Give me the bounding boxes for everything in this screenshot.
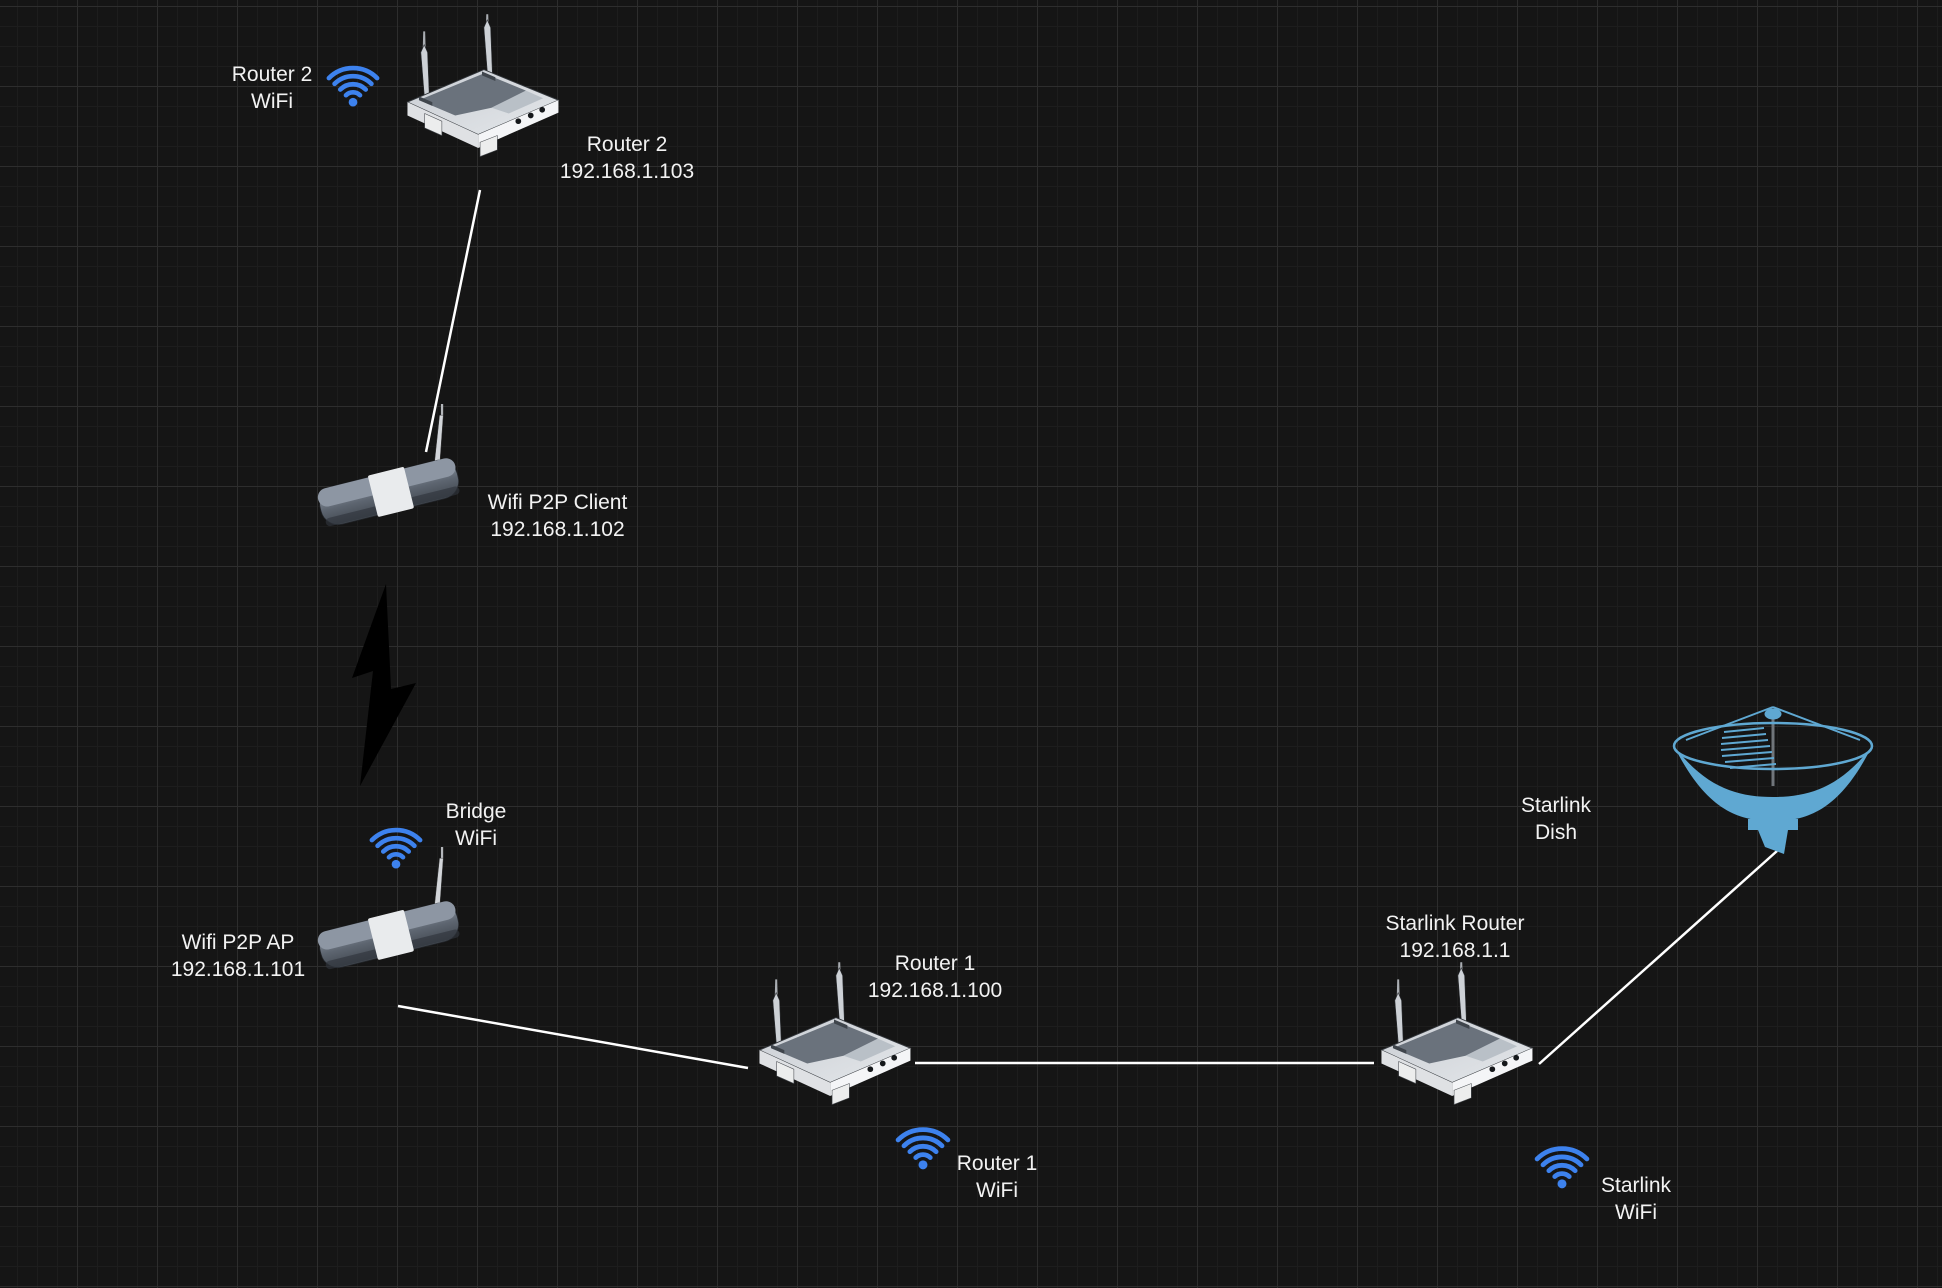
p2p-ap-device-icon[interactable] [315, 843, 473, 983]
starlink-router-label[interactable]: Starlink Router 192.168.1.1 [1354, 910, 1556, 964]
bridge-wifi-badge-line2: WiFi [455, 827, 497, 850]
starlink-dish-icon[interactable] [1668, 700, 1878, 855]
router2-name: Router 2 [586, 133, 668, 156]
router2-ip: 192.168.1.103 [559, 160, 695, 183]
lightning-bolt-icon[interactable] [348, 582, 420, 788]
starlink-router-name: Starlink Router [1385, 912, 1525, 935]
bridge-wifi-badge-label[interactable]: Bridge WiFi [416, 798, 536, 852]
router1-ip: 192.168.1.100 [867, 979, 1003, 1002]
starlink-dish-label[interactable]: Starlink Dish [1494, 792, 1618, 846]
router1-wifi-badge-line1: Router 1 [956, 1152, 1038, 1175]
router2-wifi-icon[interactable] [322, 58, 384, 108]
starlink-wifi-badge-label[interactable]: Starlink WiFi [1575, 1172, 1697, 1226]
router2-wifi-badge-label[interactable]: Router 2 WiFi [208, 61, 336, 115]
link-starlinkrouter-dish[interactable] [1538, 850, 1778, 1065]
starlink-dish-name-line1: Starlink [1520, 794, 1592, 817]
bridge-wifi-badge-line1: Bridge [445, 800, 507, 823]
router1-wifi-badge-label[interactable]: Router 1 WiFi [936, 1150, 1058, 1204]
router2-wifi-badge-line2: WiFi [251, 90, 293, 113]
p2p-client-label[interactable]: Wifi P2P Client 192.168.1.102 [475, 489, 640, 543]
starlink-router-device-icon[interactable] [1370, 962, 1542, 1120]
link-router2-p2pclient[interactable] [424, 189, 482, 453]
router2-wifi-badge-line1: Router 2 [231, 63, 313, 86]
starlink-router-ip: 192.168.1.1 [1399, 939, 1511, 962]
link-p2pap-router1[interactable] [397, 1004, 749, 1070]
router2-label[interactable]: Router 2 192.168.1.103 [541, 131, 713, 185]
router1-label[interactable]: Router 1 192.168.1.100 [843, 950, 1027, 1004]
p2p-ap-label[interactable]: Wifi P2P AP 192.168.1.101 [146, 929, 330, 983]
starlink-wifi-badge-line1: Starlink [1600, 1174, 1672, 1197]
starlink-wifi-badge-line2: WiFi [1615, 1201, 1657, 1224]
starlink-dish-name-line2: Dish [1534, 821, 1577, 844]
router1-wifi-badge-line2: WiFi [976, 1179, 1018, 1202]
p2p-ap-name: Wifi P2P AP [181, 931, 295, 954]
router1-name: Router 1 [894, 952, 976, 975]
p2p-client-name: Wifi P2P Client [487, 491, 628, 514]
p2p-client-device-icon[interactable] [315, 400, 473, 540]
p2p-ap-ip: 192.168.1.101 [170, 958, 306, 981]
p2p-client-ip: 192.168.1.102 [490, 518, 625, 541]
